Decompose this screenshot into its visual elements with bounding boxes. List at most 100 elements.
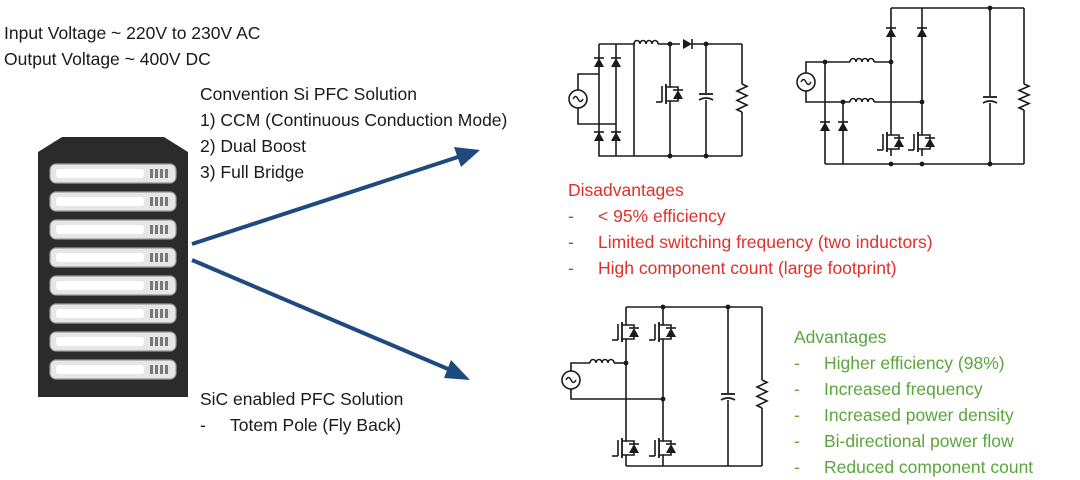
diode-icon	[629, 328, 639, 337]
diode-icon	[838, 122, 848, 131]
arrow-icon	[454, 147, 480, 167]
rack-vent	[150, 365, 153, 374]
rack-slot-bar	[56, 337, 144, 346]
arrow-lower	[191, 258, 449, 371]
junction-dot	[623, 360, 629, 366]
diode-icon	[925, 138, 935, 147]
si-solution-item: 1) CCM (Continuous Conduction Mode)	[200, 110, 508, 130]
wire	[577, 108, 616, 125]
diode-icon	[666, 444, 676, 453]
junction-dot	[667, 153, 673, 159]
disadvantage-item: -High component count (large footprint)	[568, 255, 933, 281]
arrows	[191, 147, 480, 380]
rack-vent	[155, 253, 158, 262]
output-voltage: Output Voltage ~ 400V DC	[4, 49, 211, 69]
si-solution-item: 2) Dual Boost	[200, 136, 307, 156]
body-diode-wire	[670, 99, 679, 102]
specs-block: Input Voltage ~ 220V to 230V AC Output V…	[4, 20, 260, 72]
body-diode-wire	[663, 324, 672, 328]
rack-vent	[160, 197, 163, 206]
rack-vent	[150, 337, 153, 346]
diode-icon	[629, 444, 639, 453]
advantages-title: Advantages	[794, 327, 887, 347]
disadvantages-block: Disadvantages -< 95% efficiency -Limited…	[568, 177, 933, 281]
junction-dot	[919, 161, 925, 167]
body-diode-wire	[670, 86, 679, 90]
rack-vent	[155, 365, 158, 374]
disadvantage-item: -Limited switching frequency (two induct…	[568, 229, 933, 255]
body-diode-wire	[663, 440, 672, 444]
body-diode-wire	[626, 337, 635, 340]
capacitor-plate-curved	[720, 397, 736, 401]
rack-vent	[160, 169, 163, 178]
rack-slot-bar	[56, 225, 144, 234]
server-rack-icon	[38, 137, 188, 397]
totem-pole-pfc-schematic	[561, 304, 769, 467]
rack-vent	[165, 197, 168, 206]
sic-solution-title: SiC enabled PFC Solution	[200, 389, 404, 409]
wire	[805, 61, 850, 73]
resistor-icon	[1016, 83, 1032, 111]
rack-slot-bar	[56, 309, 144, 318]
rack-vent	[155, 281, 158, 290]
rack-vent	[165, 309, 168, 318]
diode-icon	[611, 58, 621, 67]
diode-icon	[594, 58, 604, 67]
disadvantages-title: Disadvantages	[568, 180, 684, 200]
sine-wave	[572, 95, 584, 103]
bullet-dash: -	[794, 379, 800, 399]
advantage-item: -Reduced component count	[794, 454, 1033, 480]
wire	[570, 362, 590, 371]
rack-slot-bar	[56, 281, 144, 290]
ccm-pfc-schematic	[568, 39, 749, 159]
rack-slot-bar	[56, 365, 144, 374]
sic-solution-block: SiC enabled PFC Solution -Totem Pole (Fl…	[200, 386, 403, 438]
arrow-icon	[444, 360, 470, 380]
inductor-icon	[633, 39, 659, 45]
dual-boost-pfc-schematic	[796, 5, 1032, 167]
rack-slot-bar	[56, 169, 144, 178]
body-diode-wire	[663, 337, 672, 340]
advantages-block: Advantages -Higher efficiency (98%) -Inc…	[794, 324, 1033, 480]
rack-vent	[165, 365, 168, 374]
diagram-canvas	[38, 5, 1032, 467]
rack-vent	[150, 169, 153, 178]
body-diode-wire	[922, 134, 931, 138]
bullet-dash: -	[794, 405, 800, 425]
resistor-icon	[735, 83, 749, 113]
inductor-icon	[849, 97, 875, 103]
diode-icon	[683, 39, 692, 49]
rack-slot-bar	[56, 253, 144, 262]
bullet-dash: -	[794, 431, 800, 451]
disadvantage-item: -< 95% efficiency	[568, 203, 933, 229]
sic-solution-item: -Totem Pole (Fly Back)	[200, 412, 403, 438]
body-diode-wire	[626, 440, 635, 444]
rack-slot-bar	[56, 197, 144, 206]
si-solution-block: Convention Si PFC Solution 1) CCM (Conti…	[200, 81, 507, 185]
rack-vent	[165, 169, 168, 178]
rack-vent	[155, 169, 158, 178]
wire	[805, 91, 850, 103]
rack-vent	[155, 337, 158, 346]
junction-dot	[888, 161, 894, 167]
rack-vent	[160, 309, 163, 318]
rack-vent	[165, 337, 168, 346]
bullet-dash: -	[568, 232, 574, 252]
sine-wave	[800, 78, 812, 86]
bullet-dash: -	[568, 206, 574, 226]
bullet-dash: -	[794, 457, 800, 477]
inductor-icon	[849, 57, 875, 63]
junction-dot	[660, 304, 666, 310]
rack-vent	[155, 225, 158, 234]
arrow-upper	[191, 155, 459, 246]
junction-dot	[660, 396, 666, 402]
advantage-item: -Increased power density	[794, 402, 1033, 428]
junction-dot	[703, 153, 709, 159]
rack-top	[38, 137, 188, 152]
wire	[570, 389, 663, 400]
junction-dot	[987, 161, 993, 167]
wire	[577, 73, 599, 90]
rack-vent	[160, 253, 163, 262]
rack-vent	[160, 225, 163, 234]
input-voltage: Input Voltage ~ 220V to 230V AC	[4, 23, 261, 43]
